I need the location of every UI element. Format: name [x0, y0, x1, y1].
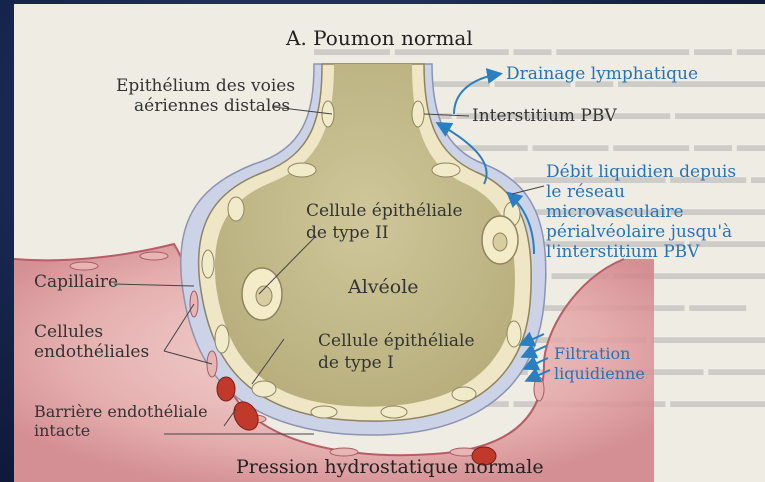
label-debit-line3: périalvéolaire jusqu'à — [546, 222, 765, 242]
label-filtration-line1: Filtration — [554, 344, 645, 364]
label-endothelial: Cellules endothéliales — [34, 322, 149, 362]
label-epithelium-line2: aériennes distales — [116, 96, 295, 116]
label-type2-line1: Cellule épithéliale — [306, 200, 463, 222]
label-epithelium: Epithélium des voies aériennes distales — [116, 76, 295, 116]
label-filtration: Filtration liquidienne — [554, 344, 645, 384]
label-drainage: Drainage lymphatique — [506, 64, 698, 84]
type-ii-cell-right — [482, 216, 518, 264]
label-type2-line2: de type II — [306, 222, 463, 244]
label-type2: Cellule épithéliale de type II — [306, 200, 463, 244]
label-debit-line2: le réseau microvasculaire — [546, 182, 765, 222]
book-page: ▬▬▬▬ ▬▬▬▬▬▬ ▬▬ ▬▬▬▬▬▬▬ ▬▬ ▬▬▬▬ ▬▬▬▬▬▬▬ ▬… — [14, 4, 765, 482]
label-type1-line2: de type I — [318, 352, 475, 374]
label-epithelium-line1: Epithélium des voies — [116, 76, 295, 96]
label-interstitium: Interstitium PBV — [472, 106, 617, 126]
label-debit-line4: l'interstitium PBV — [546, 242, 765, 262]
figure-title: A. Poumon normal — [286, 26, 473, 50]
label-debit-line1: Débit liquidien depuis — [546, 162, 765, 182]
label-endothelial-line2: endothéliales — [34, 342, 149, 362]
label-type1-line1: Cellule épithéliale — [318, 330, 475, 352]
label-type1: Cellule épithéliale de type I — [318, 330, 475, 374]
figure-footer: Pression hydrostatique normale — [236, 456, 544, 478]
type-ii-cell-left — [242, 268, 282, 320]
label-filtration-line2: liquidienne — [554, 364, 645, 384]
label-alveole: Alvéole — [348, 276, 419, 298]
label-barriere-line2: intacte — [34, 421, 208, 440]
label-endothelial-line1: Cellules — [34, 322, 149, 342]
label-debit: Débit liquidien depuis le réseau microva… — [546, 162, 765, 262]
label-barriere: Barrière endothéliale intacte — [34, 402, 208, 440]
label-barriere-line1: Barrière endothéliale — [34, 402, 208, 421]
label-capillaire: Capillaire — [34, 272, 118, 292]
